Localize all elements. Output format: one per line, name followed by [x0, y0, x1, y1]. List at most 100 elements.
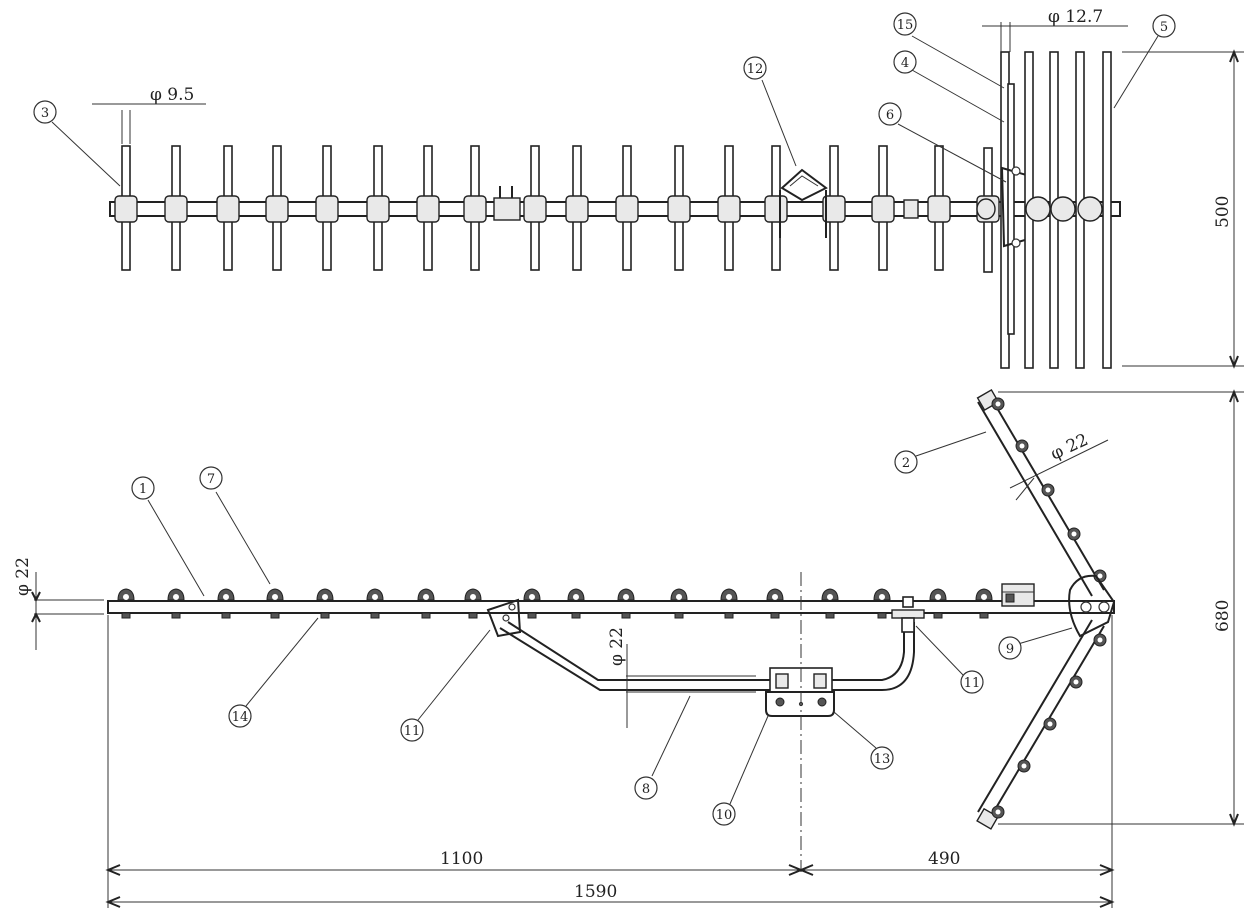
- element-holder-hole: [470, 594, 476, 600]
- element-holder-foot: [421, 612, 431, 619]
- element-holder-foot: [770, 612, 780, 619]
- callout-11-right: 11: [915, 625, 984, 694]
- element-holder-hole: [423, 594, 429, 600]
- dim-front-length: 1100: [105, 849, 804, 876]
- element-holder-hole: [981, 594, 987, 600]
- element-holder-hole: [173, 594, 179, 600]
- callout-label: 11: [404, 724, 421, 739]
- callout-label: 10: [716, 808, 733, 823]
- reflector-hub: [1068, 574, 1116, 638]
- element-clips: [114, 195, 1000, 223]
- element-holder-hole: [827, 594, 833, 600]
- dim-boom-diameter-label: φ 22: [13, 557, 33, 596]
- callout-7: 7: [199, 466, 271, 585]
- element-holder-hole: [372, 594, 378, 600]
- element-holder-foot: [933, 612, 943, 619]
- callout-4: 4: [893, 50, 1005, 123]
- element-clip: [366, 195, 390, 223]
- element-holder-foot: [468, 612, 478, 619]
- element-holder-foot: [674, 612, 684, 619]
- element-clip: [764, 195, 788, 223]
- dim-side-height: 680: [998, 389, 1244, 827]
- element-holder-foot: [171, 612, 181, 619]
- element-holder-foot: [370, 612, 380, 619]
- dim-element-diameter: φ 9.5: [92, 85, 206, 144]
- callout-13: 13: [833, 711, 894, 770]
- dim-boom-diameter: φ 22: [13, 557, 104, 650]
- reflector-holder-hole: [995, 809, 1001, 815]
- element-clip: [463, 195, 487, 223]
- dim-front-length-label: 1100: [440, 849, 483, 869]
- top-callouts: 15 4 12 6 5: [33, 12, 1176, 187]
- element-clip: [114, 195, 138, 223]
- element-holder-foot: [527, 612, 537, 619]
- callout-label: 1: [139, 482, 147, 497]
- callout-label: 6: [886, 108, 894, 123]
- callout-1: 1: [131, 476, 205, 597]
- callout-2: 2: [894, 431, 987, 474]
- top-view: φ 9.5 φ 12.7 500 15: [33, 7, 1244, 369]
- element-holder-foot: [270, 612, 280, 619]
- element-holder-foot: [724, 612, 734, 619]
- element-clip: [615, 195, 639, 223]
- callout-5: 5: [1113, 14, 1176, 109]
- mast-clamp-plate: [765, 667, 835, 717]
- element-clip: [717, 195, 741, 223]
- element-holder-foot: [979, 612, 989, 619]
- element-holder-hole: [935, 594, 941, 600]
- element-holder-hole: [623, 594, 629, 600]
- element-holder-hole: [223, 594, 229, 600]
- reflector-holder-hole: [1047, 721, 1053, 727]
- mast-clamp-top: [779, 168, 828, 238]
- element-holders: [117, 588, 993, 619]
- dim-mast-diameter-label: φ 22: [607, 627, 627, 666]
- element-clip: [315, 195, 339, 223]
- element-holder-foot: [221, 612, 231, 619]
- balun-connector: [493, 186, 521, 221]
- callout-9: 9: [998, 627, 1073, 660]
- callout-label: 15: [897, 18, 914, 33]
- callout-label: 14: [232, 710, 249, 725]
- element-holder-foot: [621, 612, 631, 619]
- reflector-holder-hole: [1021, 763, 1027, 769]
- element-holder-foot: [121, 612, 131, 619]
- dim-top-height-label: 500: [1213, 196, 1233, 228]
- mast-bracket: [486, 596, 925, 691]
- element-clip: [523, 195, 547, 223]
- element-clip: [265, 195, 289, 223]
- reflector-holders: [991, 397, 1107, 819]
- element-clip: [565, 195, 589, 223]
- element-clip: [164, 195, 188, 223]
- callout-14: 14: [228, 617, 319, 728]
- dim-reflector-diameter-label: φ 12.7: [1048, 7, 1103, 27]
- callout-10: 10: [712, 715, 769, 826]
- side-boom: [107, 600, 1115, 614]
- callout-label: 2: [902, 456, 910, 471]
- callout-6: 6: [878, 102, 1007, 183]
- feed-box: [1001, 583, 1035, 607]
- element-holder-hole: [879, 594, 885, 600]
- small-bracket: [903, 199, 919, 219]
- reflector-holder-hole: [995, 401, 1001, 407]
- callout-15: 15: [893, 12, 1005, 89]
- element-holder-hole: [123, 594, 129, 600]
- callout-label: 7: [207, 472, 215, 487]
- reflector-element: [1102, 51, 1112, 369]
- callout-8: 8: [634, 695, 691, 800]
- callout-12: 12: [743, 56, 797, 167]
- reflector-holder-hole: [1045, 487, 1051, 493]
- callout-label: 3: [41, 106, 49, 121]
- dim-rear-length: 490: [798, 849, 1115, 876]
- rear-clamps: [976, 196, 1103, 222]
- reflector-holder-hole: [1097, 637, 1103, 643]
- callout-label: 4: [901, 56, 909, 71]
- side-callouts: 1 7 2 14 11: [131, 431, 1073, 826]
- element-clip: [216, 195, 240, 223]
- element-holder-foot: [571, 612, 581, 619]
- callout-label: 11: [964, 676, 981, 691]
- callout-label: 9: [1006, 642, 1014, 657]
- element-holder-foot: [825, 612, 835, 619]
- callout-label: 13: [874, 752, 891, 767]
- dim-total-length: 1590: [105, 882, 1115, 908]
